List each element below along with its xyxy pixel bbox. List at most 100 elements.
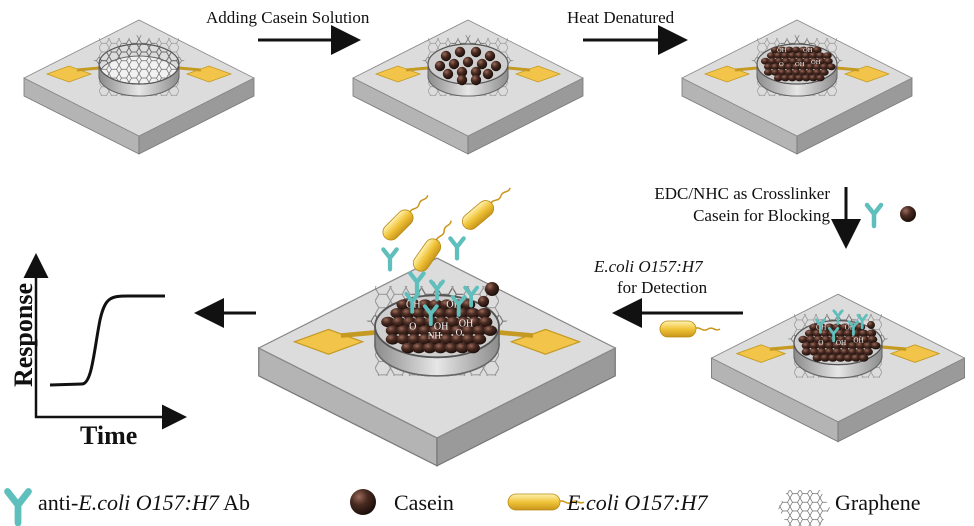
denatured-casein xyxy=(472,325,487,336)
casein-sphere xyxy=(900,206,916,222)
casein-sphere xyxy=(434,60,446,72)
denatured-casein xyxy=(407,334,422,345)
denatured-casein xyxy=(840,323,850,331)
denatured-casein xyxy=(774,57,784,65)
bacterium-floating-3 xyxy=(412,220,452,272)
denatured-casein xyxy=(840,341,850,350)
casein-sphere xyxy=(462,56,474,68)
legend-casein-label: Casein xyxy=(394,490,454,515)
denatured-casein xyxy=(791,46,801,54)
denatured-casein xyxy=(809,348,820,356)
denatured-casein xyxy=(858,354,869,362)
antibody-icon xyxy=(856,313,868,330)
legend-bacterium-icon xyxy=(507,493,585,511)
legend-graphene-label: Graphene xyxy=(835,490,921,515)
denatured-casein xyxy=(820,354,830,362)
denatured-casein xyxy=(396,334,411,345)
denatured-casein xyxy=(760,57,770,65)
legend-graphene-icon xyxy=(778,490,830,526)
denatured-casein xyxy=(855,348,866,356)
denatured-casein xyxy=(844,335,855,344)
legend-antibody-icon xyxy=(4,488,32,526)
antibody-shape xyxy=(448,236,466,261)
electrode-lines xyxy=(734,66,860,72)
denatured-casein xyxy=(824,348,835,356)
denatured-casein xyxy=(407,325,422,336)
casein-sphere xyxy=(484,50,496,62)
chem-label: OH xyxy=(836,339,846,347)
chem-label: NH xyxy=(428,332,442,342)
casein-sphere xyxy=(490,60,502,72)
denatured-casein xyxy=(461,325,476,336)
denatured-casein xyxy=(483,325,498,336)
denatured-casein xyxy=(450,325,465,336)
bacterium-body xyxy=(461,200,495,230)
bacterium-body xyxy=(382,209,414,241)
denatured-casein xyxy=(440,325,454,336)
denatured-casein xyxy=(478,316,493,328)
denatured-casein xyxy=(763,63,773,71)
denatured-casein xyxy=(832,348,843,356)
denatured-casein xyxy=(390,308,405,319)
denatured-casein xyxy=(461,334,476,345)
denatured-casein xyxy=(812,354,823,362)
denatured-casein xyxy=(457,316,471,328)
chip-casein-added xyxy=(352,19,584,155)
antibody-floating-1 xyxy=(381,247,399,272)
denatured-casein xyxy=(798,46,808,54)
response-curve xyxy=(49,294,165,387)
denatured-casein xyxy=(859,335,870,344)
denatured-casein xyxy=(835,354,846,362)
denatured-casein xyxy=(801,52,811,59)
denatured-casein xyxy=(812,46,822,54)
label-detect-bacteria: E.coli O157:H7 xyxy=(594,257,703,276)
denatured-casein xyxy=(466,342,480,354)
denatured-casein xyxy=(812,63,822,71)
casein-sphere xyxy=(470,46,482,58)
casein-sphere xyxy=(470,74,482,86)
denatured-casein xyxy=(402,316,417,328)
denatured-casein xyxy=(801,348,812,356)
chem-label: OH xyxy=(803,47,813,54)
bacterium-floating-2 xyxy=(461,187,511,230)
denatured-casein xyxy=(847,348,858,356)
antibody-shape xyxy=(814,318,826,334)
bacterium-body xyxy=(507,493,561,511)
electrode-lines xyxy=(76,66,202,72)
legend-icons xyxy=(4,488,830,526)
denatured-casein xyxy=(412,342,426,354)
chem-label: OH xyxy=(853,337,863,345)
casein-sphere xyxy=(867,321,875,329)
casein-sphere xyxy=(477,295,490,308)
chip-bare xyxy=(23,19,255,155)
denatured-casein xyxy=(791,63,801,71)
well-rim xyxy=(98,43,180,85)
denatured-casein xyxy=(396,325,411,336)
denatured-casein xyxy=(446,316,460,328)
antibody-icon xyxy=(429,279,445,302)
denatured-casein xyxy=(801,341,812,350)
denatured-casein xyxy=(835,329,846,338)
antibody-shape xyxy=(828,326,840,343)
denatured-casein xyxy=(787,52,797,59)
label-adding-casein: Adding Casein Solution xyxy=(206,8,370,27)
denatured-casein xyxy=(821,335,832,344)
denatured-casein xyxy=(808,52,818,59)
denatured-casein xyxy=(784,63,794,71)
denatured-casein xyxy=(770,69,780,76)
denatured-casein xyxy=(823,57,833,65)
denatured-casein xyxy=(444,342,459,354)
casein-sphere xyxy=(350,489,376,515)
denatured-casein xyxy=(836,335,847,344)
plot-xlabel: Time xyxy=(80,421,138,450)
step-arrows xyxy=(194,25,861,328)
chem-label: O xyxy=(818,339,823,347)
denatured-casein xyxy=(870,341,881,350)
flagellum xyxy=(408,195,429,214)
denatured-casein xyxy=(824,341,835,350)
denatured-casein xyxy=(773,74,783,82)
bacterium-body xyxy=(412,238,442,272)
antibody-icon xyxy=(422,304,439,327)
